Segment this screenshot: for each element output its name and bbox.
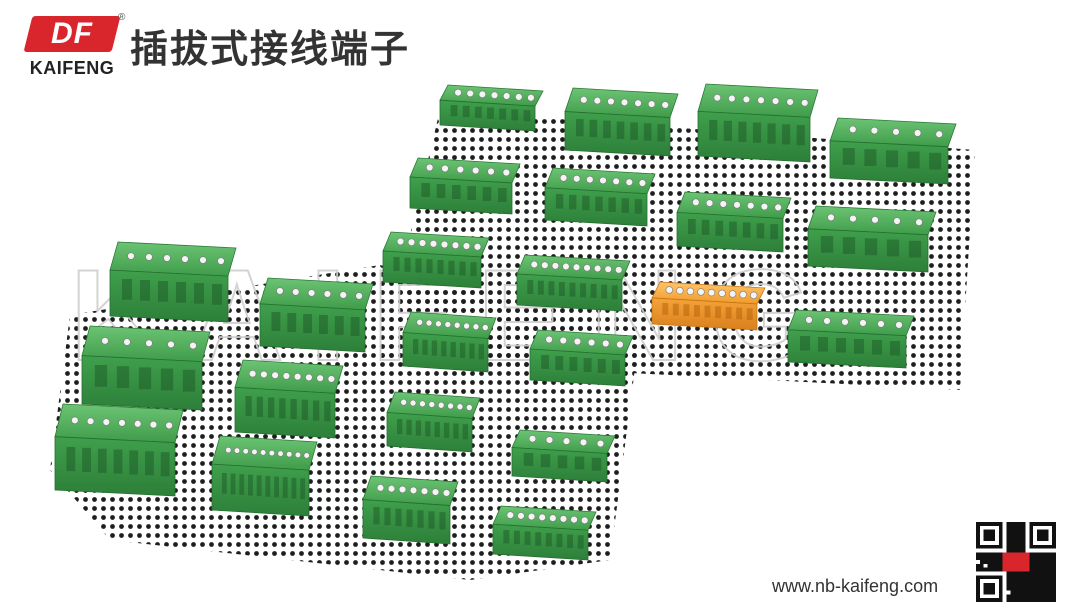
connector-14 — [259, 277, 374, 353]
connector-12 — [787, 309, 915, 369]
page-title: 插拔式接线端子 — [130, 27, 411, 71]
connector-21 — [54, 403, 184, 497]
logo-mark-text: DF — [51, 17, 93, 50]
connector-24 — [492, 505, 597, 561]
connector-7 — [676, 191, 792, 253]
connector-20 — [511, 429, 616, 483]
connector-1 — [439, 84, 544, 132]
connector-2 — [564, 87, 679, 157]
connector-3 — [697, 83, 819, 163]
connector-9 — [382, 231, 490, 289]
connector-5 — [409, 157, 521, 215]
qr-code[interactable] — [976, 522, 1056, 602]
connector-19 — [386, 391, 481, 453]
connector-10 — [516, 254, 631, 312]
kaifeng-logo: DF ® KAIFENG — [23, 12, 126, 86]
connector-22 — [211, 435, 318, 517]
connector-18 — [234, 359, 344, 439]
connector-8 — [807, 205, 937, 273]
connector-6 — [544, 167, 656, 227]
logo-brand-name: KAIFENG — [29, 58, 115, 78]
connector-13 — [109, 241, 237, 323]
website-url[interactable]: www.nb-kaifeng.com — [772, 576, 939, 596]
connector-15 — [402, 311, 497, 373]
connector-23 — [362, 475, 459, 545]
connector-4 — [829, 117, 957, 185]
connector-17 — [81, 325, 211, 411]
connector-16 — [529, 329, 634, 387]
connector-11 — [651, 281, 766, 331]
registered-mark: ® — [118, 12, 126, 23]
